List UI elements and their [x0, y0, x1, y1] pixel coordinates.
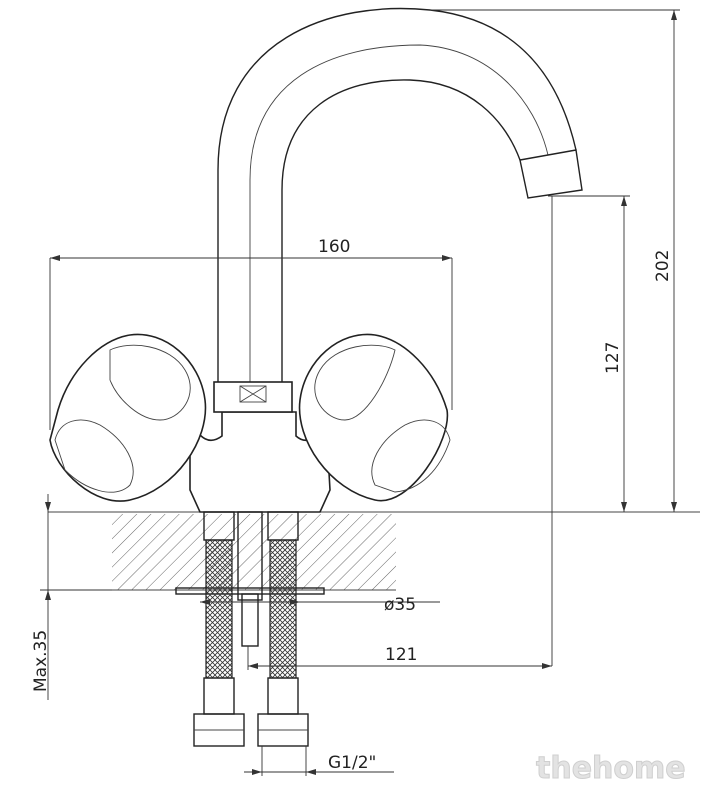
dim-label-max35: Max.35 — [31, 630, 51, 692]
dim-label-thread: G1/2" — [328, 753, 376, 773]
right-handle — [298, 333, 451, 502]
dimension-distance-121: 121 — [247, 645, 552, 670]
spout — [217, 7, 583, 385]
dimension-thread: G1/2" — [244, 746, 394, 776]
mounting-stud — [175, 511, 325, 647]
right-hose — [257, 511, 309, 747]
dim-label-202: 202 — [653, 250, 673, 282]
dimension-height-127: 127 — [548, 195, 630, 512]
dimension-height-202: 202 — [430, 9, 680, 512]
dimension-width-160: 160 — [49, 237, 453, 430]
dim-label-160: 160 — [318, 237, 350, 257]
dim-label-127: 127 — [603, 342, 623, 374]
left-handle — [49, 333, 207, 502]
left-hose — [193, 511, 245, 747]
dim-label-121: 121 — [385, 645, 417, 665]
dimension-diameter-35: ø35 — [200, 595, 440, 615]
dim-label-35: ø35 — [384, 595, 416, 615]
countertop-section — [48, 511, 700, 591]
dimension-max-35: Max.35 — [31, 494, 112, 700]
watermark-logo: thehome — [536, 751, 686, 786]
